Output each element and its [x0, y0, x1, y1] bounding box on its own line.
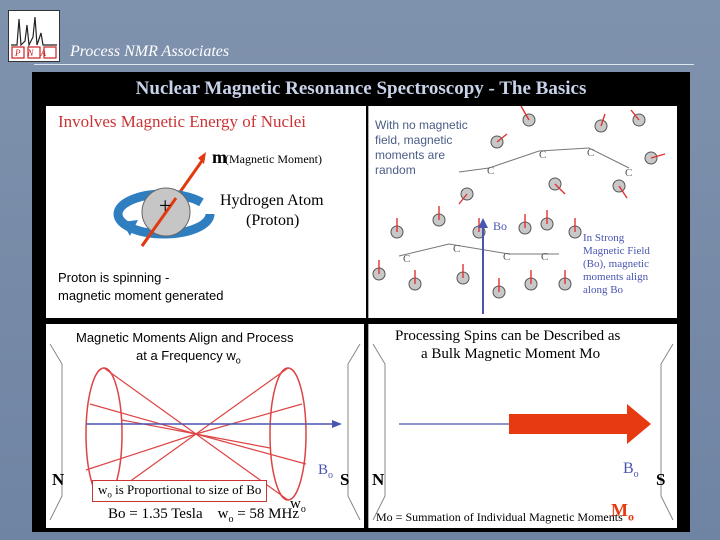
bo-label: Bo [493, 219, 507, 233]
pole-n-left: N [52, 470, 65, 489]
carbon-label: C [453, 243, 460, 255]
panel-heading: Involves Magnetic Energy of Nuclei [58, 112, 307, 131]
pole-s-left: S [340, 470, 350, 489]
heading-sub: o [235, 355, 241, 366]
pole-s-right: S [656, 470, 666, 489]
carbon-label: C [487, 165, 494, 177]
pna-logo: PNA [8, 10, 60, 62]
moment-label: (Magnetic Moment) [225, 152, 322, 166]
bo-label: Bo [318, 462, 333, 481]
proportional-box: wo is Proportional to size of Bo [92, 480, 268, 502]
wo-label: wo [290, 496, 306, 515]
random-text: With no magnetic field, magnetic moments… [375, 118, 468, 178]
carbon-label: C [541, 251, 548, 263]
align-line-4: moments align [583, 271, 649, 283]
summation-footer: Mo = Summation of Individual Magnetic Mo… [376, 510, 623, 524]
bulk-moment-diagram [372, 343, 674, 521]
molecule-diagram: Bo C C C C C C C C [372, 106, 666, 314]
carbon-label: C [403, 253, 410, 265]
atom-sublabel: (Proton) [246, 212, 300, 229]
company-name: Process NMR Associates [70, 43, 230, 60]
field-footer: Bo = 1.35 Tesla wo = 58 MHz [108, 506, 299, 525]
bo-letter: B [623, 460, 634, 477]
carbon-labels: C C C C C C C C [403, 147, 632, 265]
bo-label: Bo [623, 460, 639, 480]
bo-sub: o [633, 469, 639, 481]
prop-rest: is Proportional to size of Bo [111, 482, 262, 497]
mo-letter: M [611, 500, 628, 520]
slide-header: PNA Process NMR Associates [0, 0, 720, 66]
logo-letters: PNA [14, 48, 53, 58]
precession-heading-1: Magnetic Moments Align and Process [76, 330, 294, 345]
proton-diagram [113, 152, 215, 247]
carbon-label: C [503, 251, 510, 263]
random-line-4: random [375, 163, 416, 177]
align-line-5: along Bo [583, 284, 624, 296]
nucleus-sign: + [159, 193, 172, 218]
wo-letter: w [290, 496, 301, 512]
random-line-3: moments are [375, 148, 446, 162]
footer-text: Bo = 1.35 Tesla w [108, 506, 229, 522]
bulk-heading-1: Processing Spins can be Described as [395, 328, 621, 344]
mo-label: Mo [611, 500, 634, 525]
mo-sub: o [628, 509, 634, 524]
wo-sub: o [300, 504, 306, 515]
atom-label: Hydrogen Atom [220, 192, 324, 209]
footer-rest: = 58 MHz [233, 506, 300, 522]
bulk-moment-arrow-icon [509, 404, 651, 444]
header-divider [34, 64, 694, 65]
align-text: In Strong Magnetic Field (Bo), magnetic … [583, 232, 650, 297]
panel-moments-orientation: With no magnetic field, magnetic moments… [368, 106, 677, 318]
slide-title: Nuclear Magnetic Resonance Spectroscopy … [135, 78, 587, 99]
align-line-2: Magnetic Field [583, 245, 650, 257]
align-line-3: (Bo), magnetic [583, 258, 649, 270]
carbon-label: C [625, 167, 632, 179]
prop-sub: o [107, 489, 112, 500]
bo-sub: o [328, 470, 334, 481]
precession-heading-2: at a Frequency wo [136, 348, 241, 366]
prop-w: w [98, 482, 108, 497]
panel-magnetic-energy: Involves Magnetic Energy of Nuclei + m (… [46, 106, 366, 318]
carbon-label: C [539, 149, 546, 161]
carbon-label: C [587, 147, 594, 159]
spin-text-2: magnetic moment generated [58, 288, 224, 303]
footer-sub: o [228, 514, 234, 525]
bo-letter: B [318, 462, 329, 478]
align-line-1: In Strong [583, 232, 625, 244]
heading-text: at a Frequency w [136, 348, 236, 363]
random-line-2: field, magnetic [375, 133, 453, 147]
moment-symbol: m [212, 147, 227, 167]
slide-image: Nuclear Magnetic Resonance Spectroscopy … [32, 72, 690, 532]
pole-n-right: N [372, 470, 385, 489]
panel-bulk-moment: Processing Spins can be Described as a B… [368, 324, 677, 528]
bulk-heading-2: a Bulk Magnetic Moment Mo [421, 346, 601, 362]
random-line-1: With no magnetic [375, 118, 468, 132]
spin-text-1: Proton is spinning - [58, 270, 170, 285]
